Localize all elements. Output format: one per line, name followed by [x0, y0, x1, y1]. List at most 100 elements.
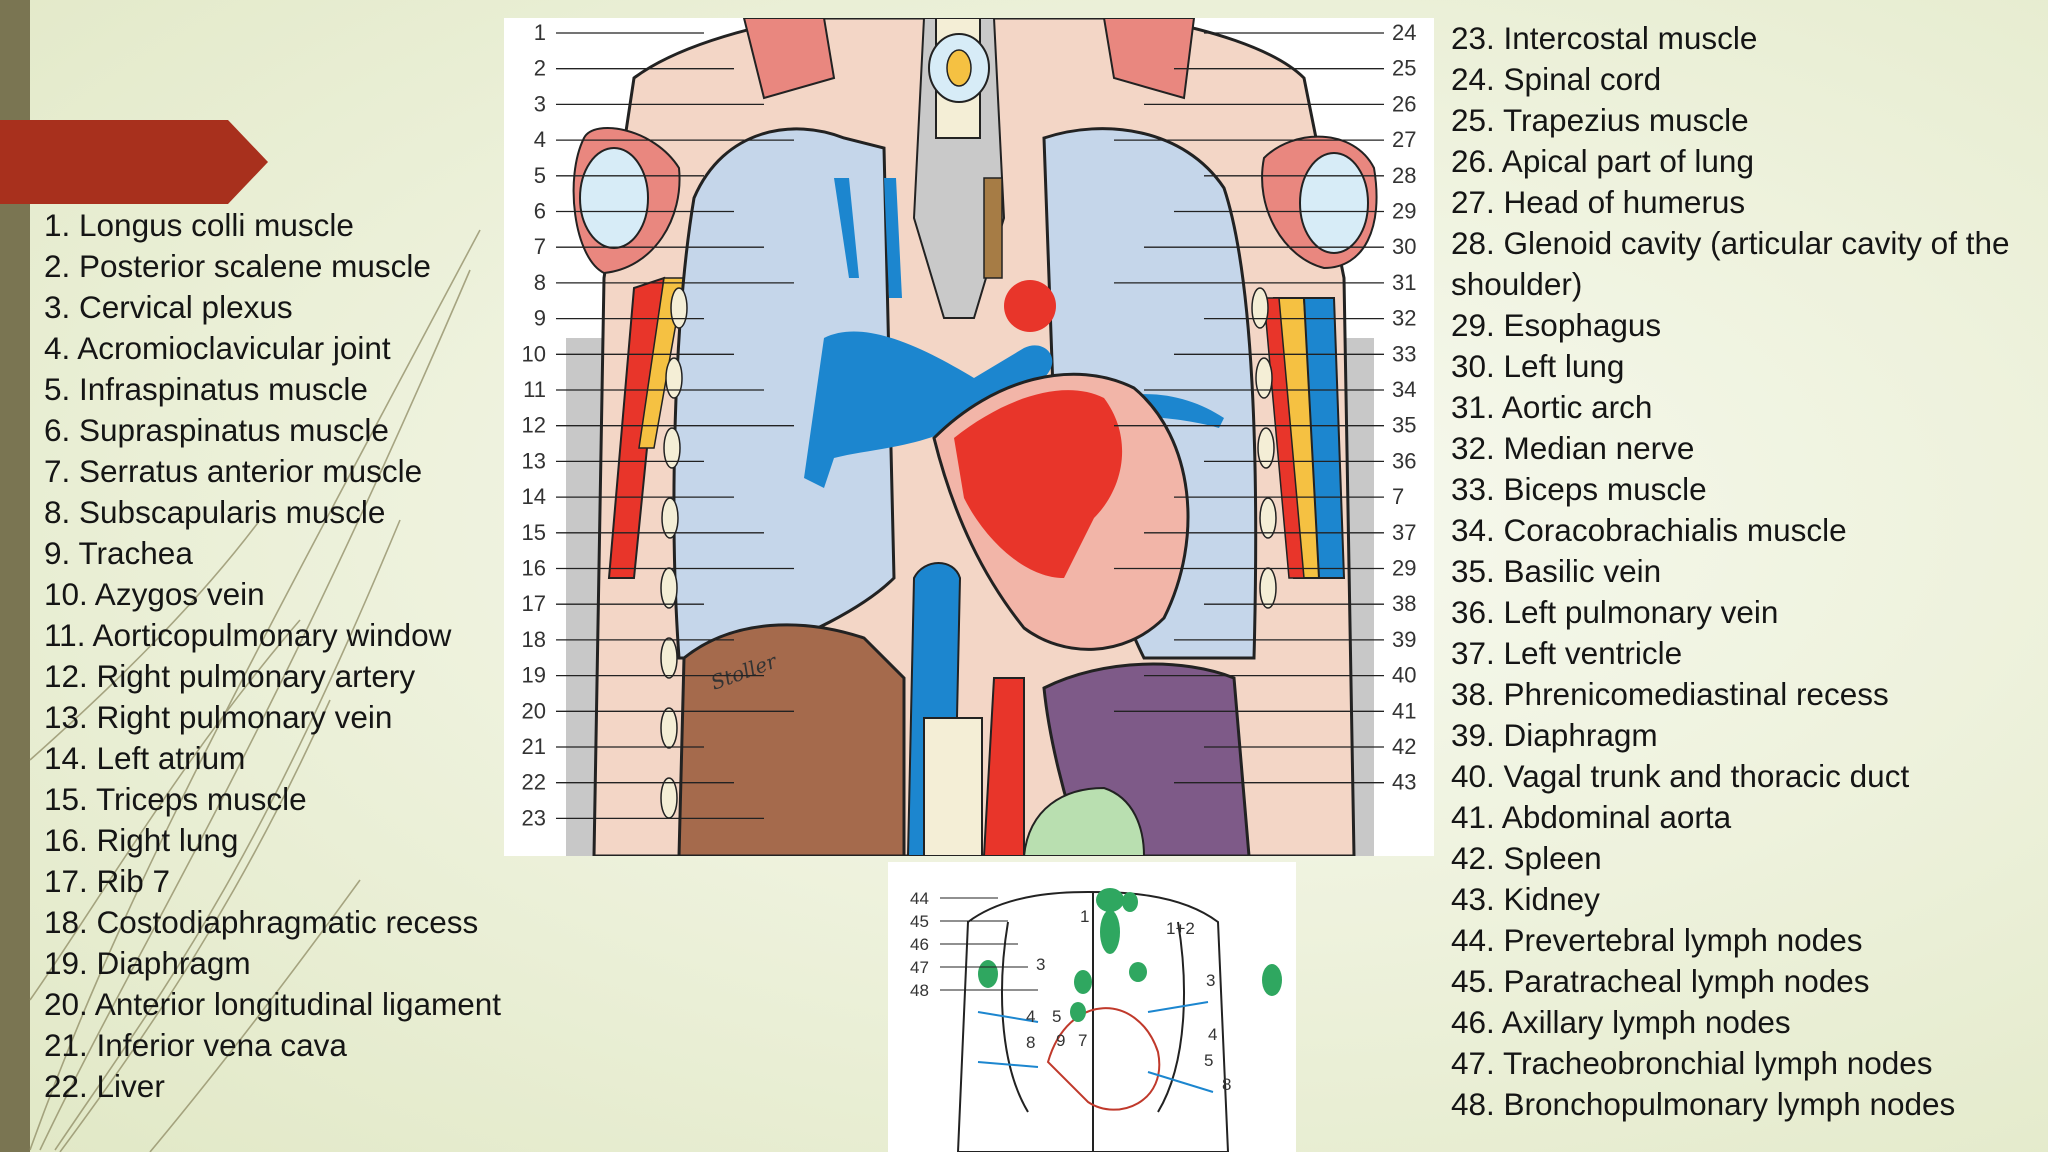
diagram-number-label: 12 — [522, 413, 546, 438]
legend-item: 32. Median nerve — [1451, 430, 1695, 466]
legend-right: 23. Intercostal muscle 24. Spinal cord 2… — [1451, 18, 2011, 1125]
legend-item: 29. Esophagus — [1451, 307, 1662, 343]
diagram-number-label: 17 — [522, 591, 546, 616]
diagram-number-label: 23 — [522, 805, 546, 830]
lymph-number-label: 48 — [910, 981, 929, 1000]
legend-item: 24. Spinal cord — [1451, 61, 1662, 97]
legend-item: 15. Triceps muscle — [44, 781, 307, 817]
diagram-number-label: 43 — [1392, 770, 1416, 795]
legend-item: 20. Anterior longitudinal ligament — [44, 986, 502, 1022]
legend-item: 40. Vagal trunk and thoracic duct — [1451, 758, 1910, 794]
legend-item: 22. Liver — [44, 1068, 165, 1104]
legend-item: 11. Aorticopulmonary window — [44, 617, 452, 653]
legend-item: 13. Right pulmonary vein — [44, 699, 393, 735]
legend-left: 1. Longus colli muscle 2. Posterior scal… — [44, 205, 501, 1107]
diagram-number-label: 9 — [534, 306, 546, 331]
legend-item: 2. Posterior scalene muscle — [44, 248, 431, 284]
legend-item: 38. Phrenicomediastinal recess — [1451, 676, 1889, 712]
legend-item: 27. Head of humerus — [1451, 184, 1746, 220]
lymph-number-label: 46 — [910, 935, 929, 954]
diagram-number-label: 6 — [534, 199, 546, 224]
diagram-number-label: 28 — [1392, 163, 1416, 188]
diagram-number-label: 3 — [534, 91, 546, 116]
diagram-number-label: 42 — [1392, 734, 1416, 759]
anatomy-illustration — [566, 18, 1378, 856]
diagram-number-label: 15 — [522, 520, 546, 545]
diagram-number-label: 40 — [1392, 663, 1416, 688]
legend-item: 45. Paratracheal lymph nodes — [1451, 963, 1870, 999]
diagram-number-label: 18 — [522, 627, 546, 652]
legend-item: 12. Right pulmonary artery — [44, 658, 416, 694]
diagram-number-label: 30 — [1392, 234, 1416, 259]
legend-item: 44. Prevertebral lymph nodes — [1451, 922, 1863, 958]
lymph-zone-label: 4 — [1026, 1007, 1035, 1026]
legend-item: 18. Costodiaphragmatic recess — [44, 904, 479, 940]
legend-item: 21. Inferior vena cava — [44, 1027, 347, 1063]
legend-item: 37. Left ventricle — [1451, 635, 1683, 671]
legend-item: 43. Kidney — [1451, 881, 1600, 917]
lymph-zone-label: 1 — [1080, 907, 1089, 926]
lymph-zone-label: 8 — [1026, 1033, 1035, 1052]
lymph-zone-label: 1+2 — [1166, 919, 1195, 938]
diagram-number-label: 7 — [534, 234, 546, 259]
legend-item: 31. Aortic arch — [1451, 389, 1653, 425]
legend-item: 34. Coracobrachialis muscle — [1451, 512, 1847, 548]
legend-item: 6. Supraspinatus muscle — [44, 412, 389, 448]
legend-item: 30. Left lung — [1451, 348, 1625, 384]
legend-item: 42. Spleen — [1451, 840, 1602, 876]
right-number-labels: 2425262728293031323334353673729383940414… — [1114, 20, 1416, 795]
legend-item: 10. Azygos vein — [44, 576, 265, 612]
lymph-zone-label: 7 — [1078, 1031, 1087, 1050]
title-accent-arrow — [0, 120, 268, 204]
diagram-number-label: 8 — [534, 270, 546, 295]
legend-item: 1. Longus colli muscle — [44, 207, 354, 243]
diagram-number-label: 36 — [1392, 448, 1416, 473]
diagram-number-label: 31 — [1392, 270, 1416, 295]
diagram-number-label: 10 — [522, 341, 546, 366]
legend-item: 8. Subscapularis muscle — [44, 494, 386, 530]
legend-item: 26. Apical part of lung — [1451, 143, 1754, 179]
diagram-number-label: 2 — [534, 56, 546, 81]
legend-item: 33. Biceps muscle — [1451, 471, 1707, 507]
legend-item: 14. Left atrium — [44, 740, 246, 776]
legend-item: 36. Left pulmonary vein — [1451, 594, 1779, 630]
diagram-number-label: 11 — [523, 377, 546, 402]
lymph-zone-label: 9 — [1056, 1031, 1065, 1050]
legend-item: 25. Trapezius muscle — [1451, 102, 1749, 138]
lymph-number-label: 45 — [910, 912, 929, 931]
lymph-zone-label: 5 — [1052, 1007, 1061, 1026]
diagram-number-label: 14 — [522, 484, 546, 509]
legend-item: 3. Cervical plexus — [44, 289, 293, 325]
lymph-zone-label: 3 — [1036, 955, 1045, 974]
legend-item: 39. Diaphragm — [1451, 717, 1658, 753]
diagram-number-label: 21 — [522, 734, 546, 759]
diagram-number-label: 13 — [522, 448, 546, 473]
legend-item: 19. Diaphragm — [44, 945, 251, 981]
diagram-number-label: 35 — [1392, 413, 1416, 438]
legend-item: 4. Acromioclavicular joint — [44, 330, 391, 366]
diagram-number-label: 1 — [534, 20, 546, 45]
diagram-number-label: 25 — [1392, 56, 1416, 81]
legend-item: 28. Glenoid cavity (articular cavity of … — [1451, 225, 2010, 302]
diagram-number-label: 39 — [1392, 627, 1416, 652]
legend-item: 9. Trachea — [44, 535, 193, 571]
lymph-zone-label: 3 — [1206, 971, 1215, 990]
diagram-number-label: 29 — [1392, 556, 1416, 581]
legend-item: 47. Tracheobronchial lymph nodes — [1451, 1045, 1933, 1081]
diagram-number-label: 7 — [1392, 484, 1404, 509]
legend-item: 5. Infraspinatus muscle — [44, 371, 368, 407]
diagram-number-label: 27 — [1392, 127, 1416, 152]
lymph-zone-label: 5 — [1204, 1051, 1213, 1070]
diagram-number-label: 33 — [1392, 341, 1416, 366]
legend-item: 7. Serratus anterior muscle — [44, 453, 423, 489]
diagram-number-label: 24 — [1392, 20, 1416, 45]
diagram-number-label: 5 — [534, 163, 546, 188]
legend-item: 16. Right lung — [44, 822, 239, 858]
legend-item: 17. Rib 7 — [44, 863, 171, 899]
diagram-number-label: 4 — [534, 127, 546, 152]
lymph-zone-label: 4 — [1208, 1025, 1217, 1044]
